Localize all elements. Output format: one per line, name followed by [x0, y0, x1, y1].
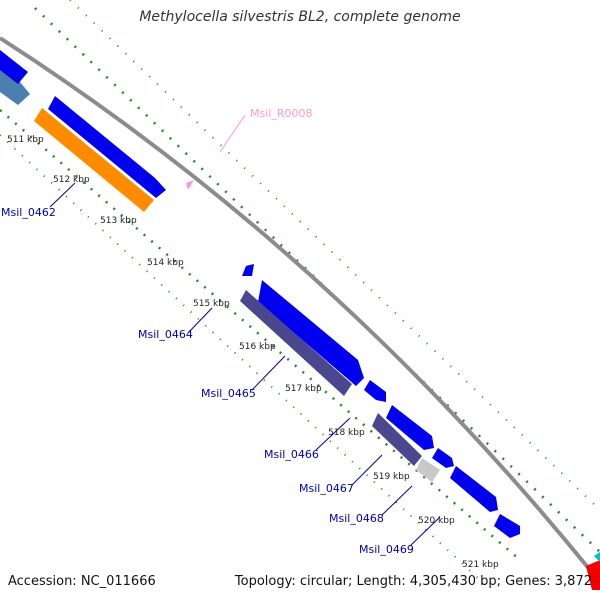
- gene-red[interactable]: [586, 560, 600, 590]
- label-leader-0466: [315, 417, 351, 451]
- gene-label-0465[interactable]: Msil_0465: [201, 387, 256, 400]
- gene-blue-small[interactable]: [242, 264, 254, 276]
- gene-label-r0008[interactable]: Msil_R0008: [250, 107, 312, 120]
- genome-backbone: [0, 36, 592, 572]
- gene-label-0462[interactable]: Msil_0462: [1, 206, 56, 219]
- tick-label: 513 kbp: [100, 216, 137, 226]
- gene-blue-5[interactable]: [432, 448, 454, 468]
- gene-pseudo[interactable]: [416, 458, 440, 482]
- gene-label-0469[interactable]: Msil_0469: [359, 543, 414, 556]
- gene-orange[interactable]: [34, 108, 154, 212]
- gene-cyan[interactable]: [594, 552, 600, 562]
- tick-label: 512 kbp: [53, 175, 90, 185]
- gene-dark-2[interactable]: [372, 413, 422, 466]
- gene-blue-7[interactable]: [494, 514, 520, 538]
- tick-label: 516 kbp: [239, 342, 276, 352]
- tick-label: 521 kbp: [462, 560, 499, 570]
- tick-label: 515 kbp: [193, 299, 230, 309]
- tick-label: 518 kbp: [328, 428, 365, 438]
- tick-label: 520 kbp: [418, 516, 455, 526]
- rna-gene[interactable]: [186, 180, 194, 190]
- tick-label: 514 kbp: [147, 258, 184, 268]
- label-leader-0462: [49, 182, 76, 208]
- label-leader-0464: [187, 307, 213, 334]
- gene-label-0466[interactable]: Msil_0466: [264, 448, 319, 461]
- gene-label-0464[interactable]: Msil_0464: [138, 328, 193, 341]
- gene-dark-1[interactable]: [240, 290, 352, 396]
- label-leader-0467: [351, 454, 383, 486]
- tick-label: 519 kbp: [373, 472, 410, 482]
- tick-label: 511 kbp: [7, 135, 44, 145]
- gene-blue-4[interactable]: [386, 405, 434, 450]
- gene-blue-1[interactable]: [48, 96, 166, 198]
- label-leader-r0008: [219, 114, 246, 153]
- tick-label: 517 kbp: [285, 384, 322, 394]
- label-leader-0469: [409, 516, 441, 547]
- gene-blue-2[interactable]: [258, 280, 364, 386]
- gene-blue-3[interactable]: [364, 380, 386, 402]
- gene-steelblue[interactable]: [0, 68, 30, 105]
- genome-summary-text: Topology: circular; Length: 4,305,430 bp…: [234, 574, 592, 589]
- gene-blue-edge[interactable]: [0, 50, 28, 84]
- gene-label-0468[interactable]: Msil_0468: [329, 512, 384, 525]
- label-leader-0465: [251, 355, 286, 391]
- map-title: Methylocella silvestris BL2, complete ge…: [139, 9, 461, 25]
- gene-label-0467[interactable]: Msil_0467: [299, 482, 354, 495]
- gc-dotted-line-inner-2: [0, 134, 481, 581]
- label-leader-0468: [381, 485, 413, 516]
- gene-blue-6[interactable]: [450, 466, 498, 512]
- accession-text: Accession: NC_011666: [8, 574, 156, 589]
